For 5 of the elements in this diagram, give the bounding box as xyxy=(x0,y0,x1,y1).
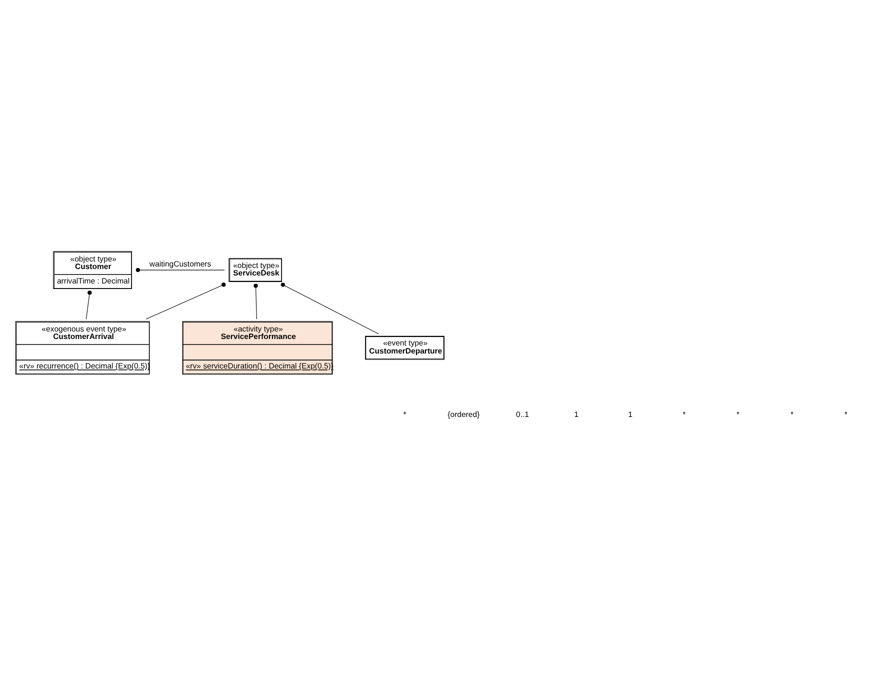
connector xyxy=(136,268,225,272)
connector xyxy=(86,290,92,319)
connector xyxy=(254,283,258,319)
connector xyxy=(146,282,226,319)
connector xyxy=(280,282,379,334)
